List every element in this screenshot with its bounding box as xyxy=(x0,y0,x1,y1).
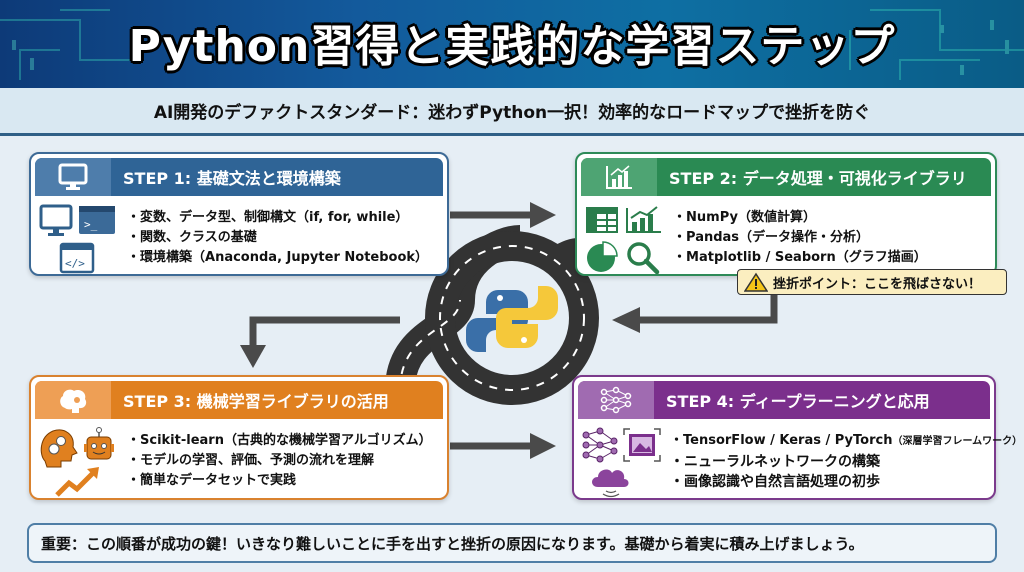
brain-icon xyxy=(35,381,111,419)
list-item: モデルの学習、評価、予測の流れを理解 xyxy=(127,451,432,471)
list-item: Scikit-learn（古典的な機械学習アルゴリズム） xyxy=(127,431,432,451)
step-1-title: STEP 1: 基礎文法と環境構築 xyxy=(123,169,341,188)
list-item: 画像認識や自然言語処理の初歩 xyxy=(670,472,1022,492)
trend-arrow-icon xyxy=(55,467,99,497)
step-1-icons: >_ </> xyxy=(39,204,119,276)
circuit-pattern xyxy=(0,9,1024,80)
step-3-list: Scikit-learn（古典的な機械学習アルゴリズム） モデルの学習、評価、予… xyxy=(127,431,432,491)
step-3-icons xyxy=(39,427,119,499)
step-4-header: STEP 4: ディープラーニングと応用 xyxy=(578,381,990,419)
warning-icon xyxy=(744,272,768,292)
code-window-icon: </> xyxy=(59,242,95,274)
step-2-header: STEP 2: データ処理・可視化ライブラリ xyxy=(581,158,991,196)
step-2-icons xyxy=(585,204,665,276)
list-item: NumPy（数値計算） xyxy=(673,208,927,228)
warning-callout: 挫折ポイント：ここを飛ばさない！ xyxy=(737,269,1007,295)
pie-chart-icon xyxy=(587,241,618,272)
python-logo-icon xyxy=(466,286,558,352)
flow-arrow-2-to-3 xyxy=(240,295,778,368)
step-4-title: STEP 4: ディープラーニングと応用 xyxy=(666,392,930,411)
list-item: Matplotlib / Seaborn（グラフ描画） xyxy=(673,248,927,268)
cloud-icon xyxy=(592,469,629,498)
list-item: 関数、クラスの基礎 xyxy=(127,228,428,248)
list-item-note: （深層学習フレームワーク） xyxy=(892,436,1023,447)
robot-icon xyxy=(84,427,114,460)
bar-chart-icon xyxy=(581,158,657,196)
step-4-card: STEP 4: ディープラーニングと応用 TensorFlow / Keras … xyxy=(572,375,1022,500)
subtitle-bar: AI開発のデファクトスタンダード：迷わずPython一択！効率的なロードマップで… xyxy=(0,88,1024,136)
svg-text:>_: >_ xyxy=(84,218,98,231)
warning-text: 挫折ポイント：ここを飛ばさない！ xyxy=(773,276,982,292)
growth-chart-icon xyxy=(626,206,661,233)
subtitle: AI開発のデファクトスタンダード：迷わずPython一択！効率的なロードマップで… xyxy=(153,103,871,123)
list-item: 環境構築（Anaconda, Jupyter Notebook） xyxy=(127,248,428,268)
monitor-icon xyxy=(39,204,73,236)
important-note: 重要：この順番が成功の鍵！いきなり難しいことに手を出すと挫折の原因になります。基… xyxy=(27,523,997,563)
flow-arrow-1-to-2 xyxy=(450,202,556,228)
svg-text:</>: </> xyxy=(65,257,85,270)
table-icon xyxy=(586,207,618,233)
monitor-icon xyxy=(35,158,111,196)
neural-network-icon xyxy=(582,427,618,463)
step-3-card: STEP 3: 機械学習ライブラリの活用 Scikit-learn（古典的な機械… xyxy=(29,375,449,500)
step-1-card: STEP 1: 基礎文法と環境構築 >_ </> 変数、データ型、制御構文（if… xyxy=(29,152,449,276)
step-4-list: TensorFlow / Keras / PyTorch（深層学習フレームワーク… xyxy=(670,431,1022,492)
terminal-icon: >_ xyxy=(79,206,115,234)
head-gears-icon xyxy=(40,429,78,468)
step-3-header: STEP 3: 機械学習ライブラリの活用 xyxy=(35,381,443,419)
flow-arrow-3-to-4 xyxy=(450,433,556,459)
list-item: 変数、データ型、制御構文（if, for, while） xyxy=(127,208,428,228)
list-item: 簡単なデータセットで実践 xyxy=(127,471,432,491)
step-1-list: 変数、データ型、制御構文（if, for, while） 関数、クラスの基礎 環… xyxy=(127,208,428,268)
step-4-icons xyxy=(582,427,662,499)
step-2-list: NumPy（数値計算） Pandas（データ操作・分析） Matplotlib … xyxy=(673,208,927,268)
magnifier-icon xyxy=(627,242,660,275)
step-3-title: STEP 3: 機械学習ライブラリの活用 xyxy=(123,392,389,411)
list-item: Pandas（データ操作・分析） xyxy=(673,228,927,248)
step-2-card: STEP 2: データ処理・可視化ライブラリ NumPy（数値計算） Panda… xyxy=(575,152,997,276)
list-item: ニューラルネットワークの構築 xyxy=(670,452,1022,472)
image-recognition-icon xyxy=(623,428,661,462)
title-banner: Python習得と実践的な学習ステップ xyxy=(0,0,1024,88)
neural-network-icon xyxy=(578,381,654,419)
step-2-title: STEP 2: データ処理・可視化ライブラリ xyxy=(669,169,967,188)
important-note-text: 重要：この順番が成功の鍵！いきなり難しいことに手を出すと挫折の原因になります。基… xyxy=(41,534,864,553)
step-1-header: STEP 1: 基礎文法と環境構築 xyxy=(35,158,443,196)
page-title: Python習得と実践的な学習ステップ xyxy=(128,21,896,72)
list-item: TensorFlow / Keras / PyTorch（深層学習フレームワーク… xyxy=(670,431,1022,452)
